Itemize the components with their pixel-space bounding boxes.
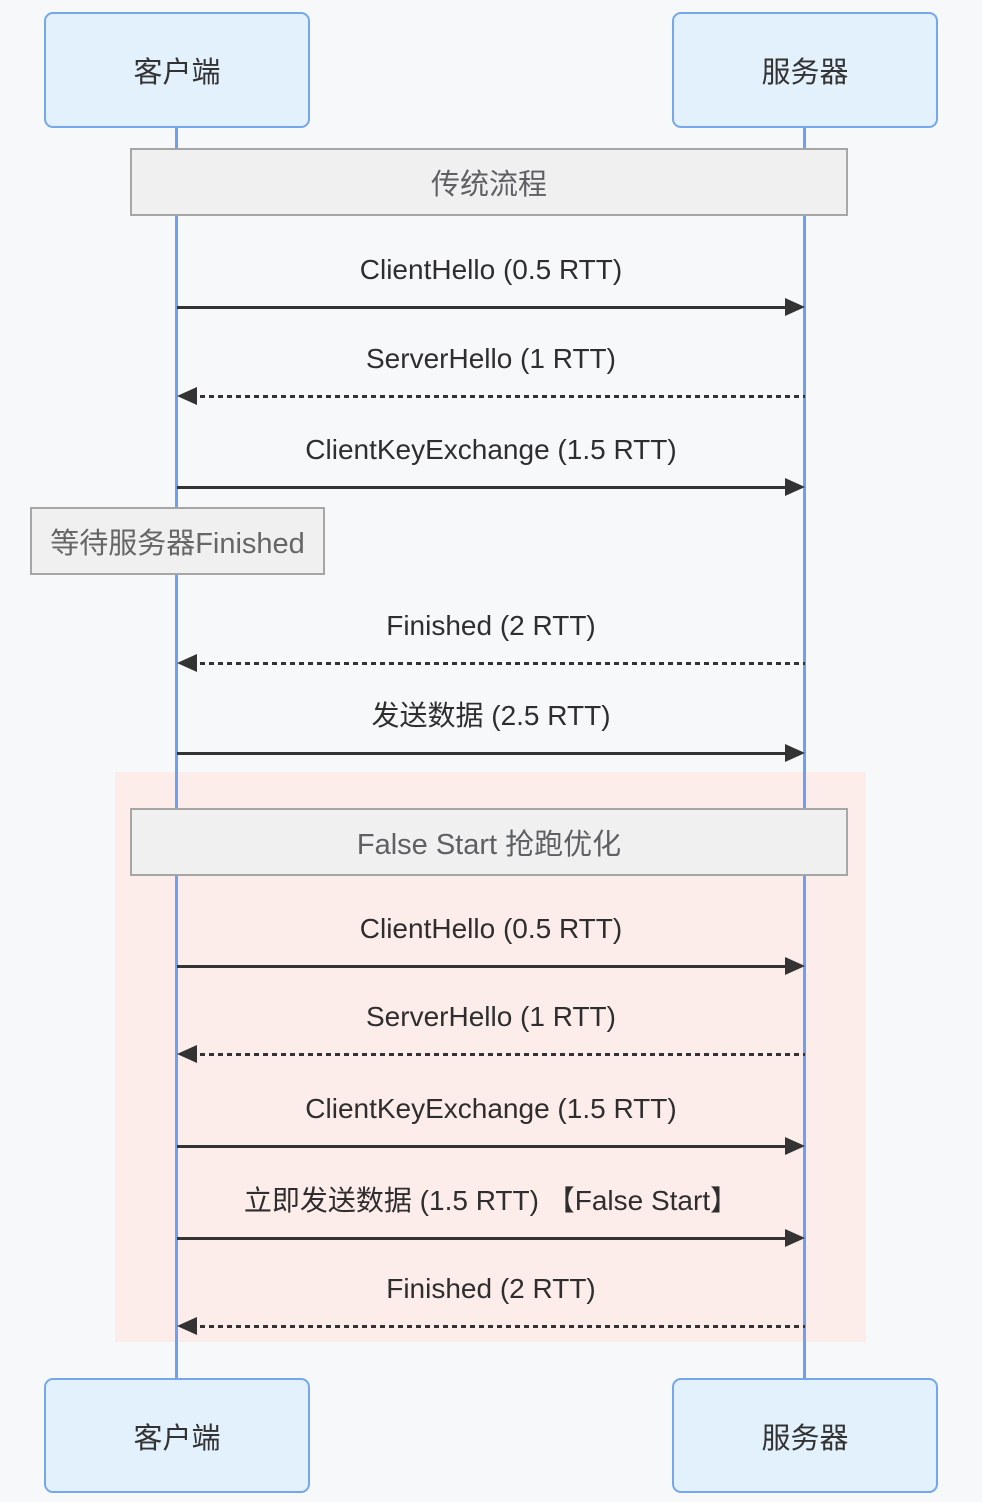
arrow-head-right-icon (785, 1137, 805, 1155)
arrow-head-left-icon (177, 387, 197, 405)
arrow-line (177, 486, 791, 489)
actor-client-label: 客户端 (133, 1422, 221, 1455)
note-wait-server-finished: 等待服务器Finished (30, 507, 325, 575)
arrow-line (177, 1145, 791, 1148)
message-label-finished-2: Finished (2 RTT) (386, 1273, 596, 1304)
arrow-head-left-icon (177, 654, 197, 672)
message-label-clienthello-2: ClientHello (0.5 RTT) (359, 913, 623, 944)
message-arrow-clienthello-2 (177, 957, 805, 975)
arrow-line (177, 1237, 791, 1240)
message-label-serverhello-1: ServerHello (1 RTT) (366, 343, 616, 374)
message-arrow-clienthello-1 (177, 298, 805, 316)
message-arrow-clientkeyexchange-1 (177, 478, 805, 496)
arrow-line (191, 395, 805, 398)
message-arrow-serverhello-2 (177, 1045, 805, 1063)
message-arrow-finished-2 (177, 1317, 805, 1335)
actor-client-bottom: 客户端 (44, 1378, 310, 1493)
section-title: 传统流程 (430, 169, 547, 201)
note-text: 等待服务器Finished (50, 528, 305, 560)
message-label-serverhello-2: ServerHello (1 RTT) (366, 1001, 616, 1032)
message-arrow-immediate-send-false-start (177, 1229, 805, 1247)
actor-server-bottom: 服务器 (672, 1378, 938, 1493)
message-label-immediate-send-false-start: 立即发送数据 (1.5 RTT) 【False Start】 (243, 1185, 739, 1216)
message-label-finished-1: Finished (2 RTT) (386, 610, 596, 641)
arrow-line (177, 965, 791, 968)
arrow-line (191, 662, 805, 665)
arrow-line (191, 1053, 805, 1056)
message-arrow-send-data (177, 744, 805, 762)
arrow-head-right-icon (785, 298, 805, 316)
arrow-line (177, 752, 791, 755)
arrow-line (177, 306, 791, 309)
section-label-false-start: False Start 抢跑优化 (130, 808, 848, 876)
actor-client-label: 客户端 (133, 57, 221, 89)
message-arrow-serverhello-1 (177, 387, 805, 405)
message-arrow-finished-1 (177, 654, 805, 672)
message-label-send-data: 发送数据 (2.5 RTT) (371, 700, 611, 731)
section-title: False Start 抢跑优化 (356, 829, 622, 861)
actor-server-label: 服务器 (761, 1422, 849, 1455)
message-label-clienthello-1: ClientHello (0.5 RTT) (359, 254, 623, 285)
message-label-clientkeyexchange-1: ClientKeyExchange (1.5 RTT) (305, 434, 677, 465)
section-label-traditional: 传统流程 (130, 148, 848, 216)
actor-server-label: 服务器 (761, 57, 849, 89)
actor-server-top: 服务器 (672, 12, 938, 128)
actor-client-top: 客户端 (44, 12, 310, 128)
arrow-head-right-icon (785, 957, 805, 975)
arrow-head-right-icon (785, 478, 805, 496)
arrow-head-right-icon (785, 744, 805, 762)
message-label-clientkeyexchange-2: ClientKeyExchange (1.5 RTT) (305, 1093, 677, 1124)
arrow-head-left-icon (177, 1317, 197, 1335)
arrow-line (191, 1325, 805, 1328)
arrow-head-right-icon (785, 1229, 805, 1247)
arrow-head-left-icon (177, 1045, 197, 1063)
message-arrow-clientkeyexchange-2 (177, 1137, 805, 1155)
lifeline-client (175, 128, 178, 1379)
